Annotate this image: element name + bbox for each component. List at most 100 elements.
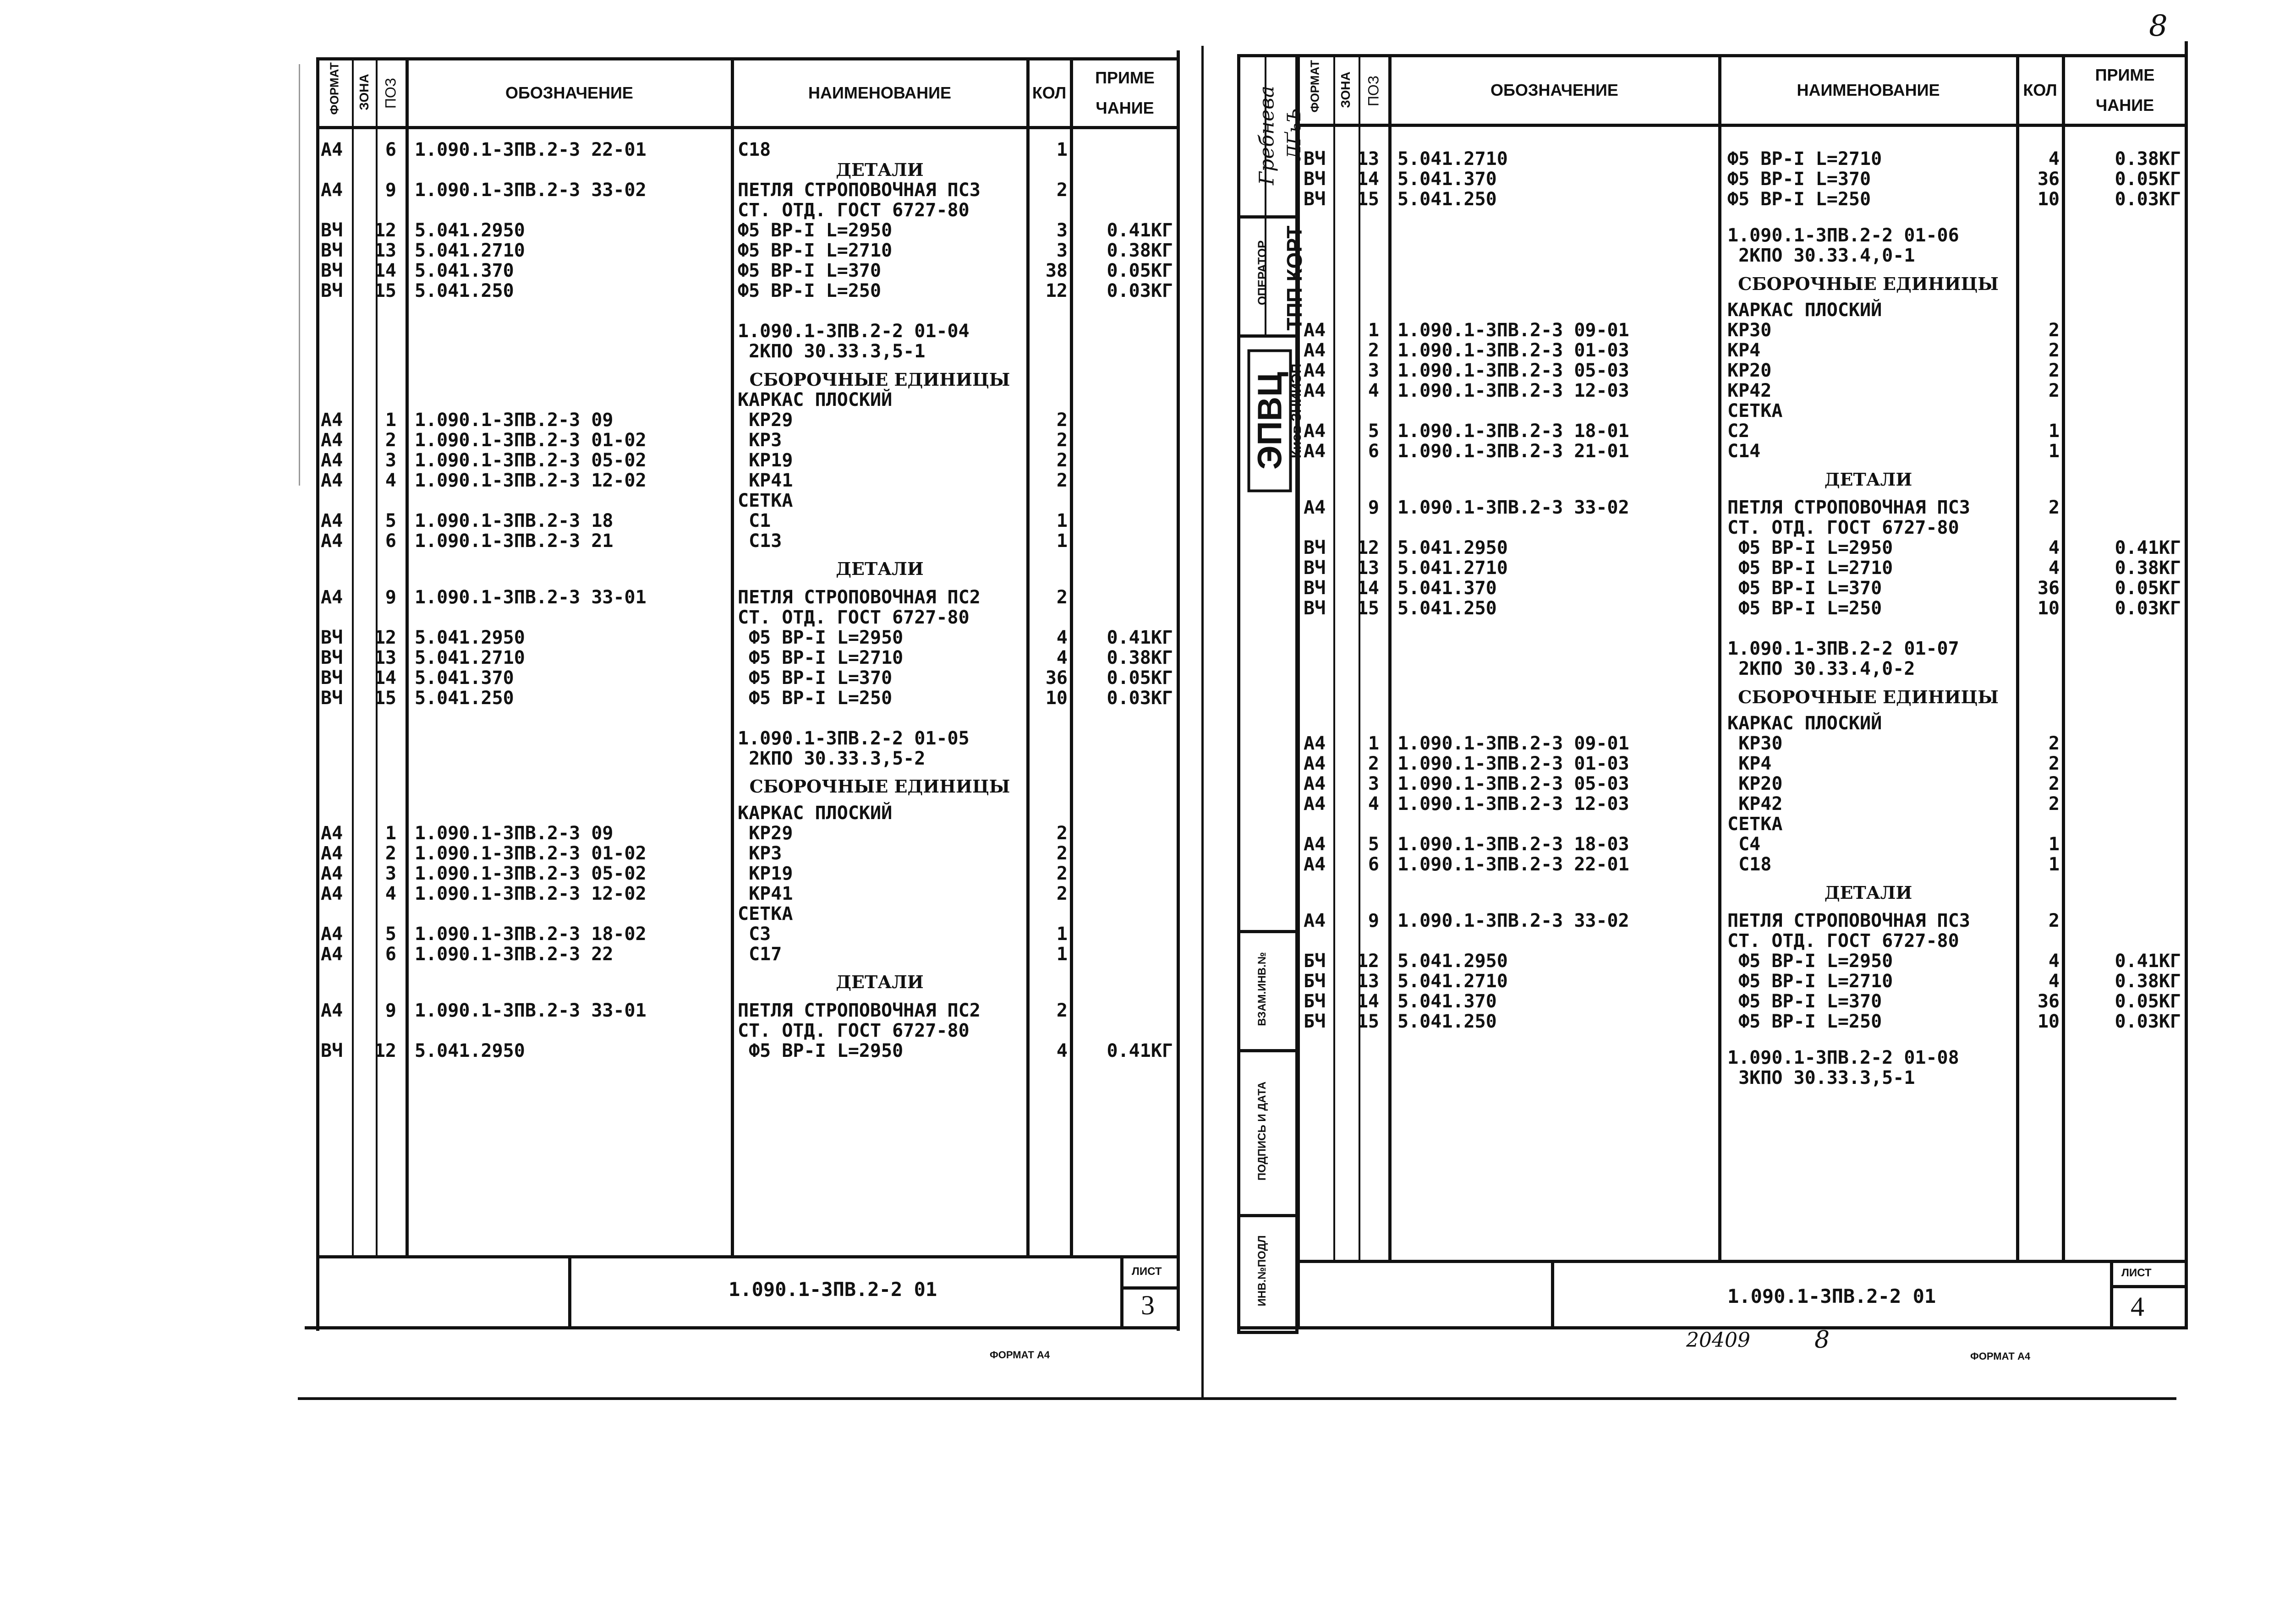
cell-q: 3 — [1056, 240, 1068, 261]
cell-q: 2 — [1056, 883, 1068, 904]
cell-m: 0.41КГ — [1107, 1040, 1173, 1061]
cell-q: 1 — [1056, 510, 1068, 531]
cell-n: Ф5 ВР-I L=370 — [1727, 578, 1882, 599]
cell-n: С14 — [1727, 441, 1761, 462]
cell-q: 4 — [2048, 537, 2060, 559]
cell-q: 36 — [2037, 169, 2060, 190]
section-heading: СБОРОЧНЫЕ ЕДИНИЦЫ — [0, 776, 1200, 797]
cell-p: 14 — [1357, 169, 1379, 190]
cell-f: А4 — [1304, 753, 1326, 774]
cell-n: КР20 — [1727, 773, 1783, 794]
cell-d: 5.041.2950 — [415, 1040, 525, 1061]
header-qty: КОЛ — [1032, 83, 1067, 102]
cell-d: 1.090.1-3ПВ.2-3 33-02 — [1397, 910, 1629, 932]
cell-f: А4 — [321, 180, 343, 201]
spec-row: 1.090.1-3ПВ.2-2 01-08 — [0, 1048, 2285, 1068]
cell-q: 2 — [1056, 180, 1068, 201]
cell-d: 1.090.1-3ПВ.2-3 21 — [415, 530, 614, 552]
cell-d: 5.041.370 — [1397, 991, 1497, 1012]
cell-h: ДЕТАЛИ — [1824, 469, 1912, 490]
cell-f: А4 — [321, 923, 343, 945]
header-zone: ЗОНА — [1338, 71, 1353, 108]
header-note-line1: ПРИМЕ — [1095, 68, 1155, 87]
cell-f: ВЧ — [1304, 148, 1326, 170]
cell-d: 5.041.250 — [1397, 189, 1497, 210]
cell-q: 2 — [2048, 733, 2060, 754]
cell-d: 1.090.1-3ПВ.2-3 33-02 — [415, 180, 647, 201]
cell-d: 1.090.1-3ПВ.2-3 09-01 — [1397, 733, 1629, 754]
cell-p: 6 — [385, 943, 396, 965]
cell-q: 12 — [1045, 280, 1068, 301]
cell-n: 2КПО 30.33.3,5-1 — [738, 341, 926, 362]
cell-n: КР20 — [1727, 360, 1772, 381]
cell-d: 5.041.250 — [415, 687, 514, 709]
cell-p: 3 — [1368, 360, 1379, 381]
section-heading: СБОРОЧНЫЕ ЕДИНИЦЫ — [0, 273, 2285, 294]
cell-p: 1 — [1368, 733, 1379, 754]
cell-n: Ф5 ВР-I L=250 — [1727, 1011, 1882, 1033]
cell-p: 2 — [385, 842, 396, 864]
cell-p: 9 — [1368, 497, 1379, 519]
cell-n: 1.090.1-3ПВ.2-2 01-08 — [1727, 1047, 1959, 1069]
cell-n: С2 — [1727, 421, 1750, 442]
cell-m: 0.05КГ — [1107, 667, 1173, 689]
cell-d: 1.090.1-3ПВ.2-3 12-02 — [415, 883, 647, 904]
cell-q: 1 — [1056, 923, 1068, 945]
spec-row: СЕТКА — [0, 814, 2285, 834]
spec-row: СТ. ОТД. ГОСТ 6727-80 — [0, 931, 2285, 951]
cell-q: 1 — [1056, 139, 1068, 160]
cell-f: ВЧ — [1304, 598, 1326, 619]
cell-p: 6 — [385, 530, 396, 552]
right-sheet-label: ЛИСТ — [2121, 1267, 2152, 1279]
cell-n: Ф5 ВР-I L=2950 — [738, 220, 893, 241]
header-note-line1: ПРИМЕ — [2095, 65, 2155, 84]
cell-d: 1.090.1-3ПВ.2-3 33-02 — [1397, 497, 1629, 519]
cell-f: А4 — [321, 429, 343, 451]
cell-p: 5 — [385, 923, 396, 945]
cell-n: СЕТКА — [738, 903, 793, 924]
cell-f: ВЧ — [1304, 558, 1326, 579]
cell-q: 2 — [2048, 793, 2060, 815]
cell-n: С1 — [738, 510, 771, 531]
cell-h: СБОРОЧНЫЕ ЕДИНИЦЫ — [749, 369, 1010, 390]
section-heading: ДЕТАЛИ — [0, 972, 1200, 992]
cell-q: 2 — [2048, 340, 2060, 361]
cell-m: 0.03КГ — [2115, 189, 2181, 210]
cell-n: СЕТКА — [738, 490, 793, 511]
cell-f: ВЧ — [1304, 169, 1326, 190]
cell-m: 0.41КГ — [2115, 951, 2181, 972]
cell-n: КАРКАС ПЛОСКИЙ — [1727, 713, 1882, 734]
cell-n: КР41 — [738, 470, 793, 491]
spec-row: СТ. ОТД. ГОСТ 6727-80 — [0, 607, 1200, 628]
cell-n: КР29 — [738, 409, 793, 431]
cell-d: 1.090.1-3ПВ.2-3 12-03 — [1397, 380, 1629, 401]
cell-h: ДЕТАЛИ — [1824, 882, 1912, 903]
cell-p: 3 — [1368, 773, 1379, 794]
cell-d: 5.041.2710 — [415, 647, 525, 668]
cell-q: 2 — [1056, 429, 1068, 451]
cell-m: 0.05КГ — [2115, 991, 2181, 1012]
cell-m: 0.38КГ — [2115, 971, 2181, 992]
cell-f: А4 — [1304, 733, 1326, 754]
cell-f: А4 — [321, 842, 343, 864]
cell-d: 1.090.1-3ПВ.2-3 22-01 — [1397, 854, 1629, 875]
cell-q: 38 — [1045, 260, 1068, 281]
cell-p: 14 — [374, 260, 396, 281]
cell-p: 6 — [1368, 854, 1379, 875]
cell-p: 12 — [374, 627, 396, 648]
cell-q: 36 — [2037, 991, 2060, 1012]
